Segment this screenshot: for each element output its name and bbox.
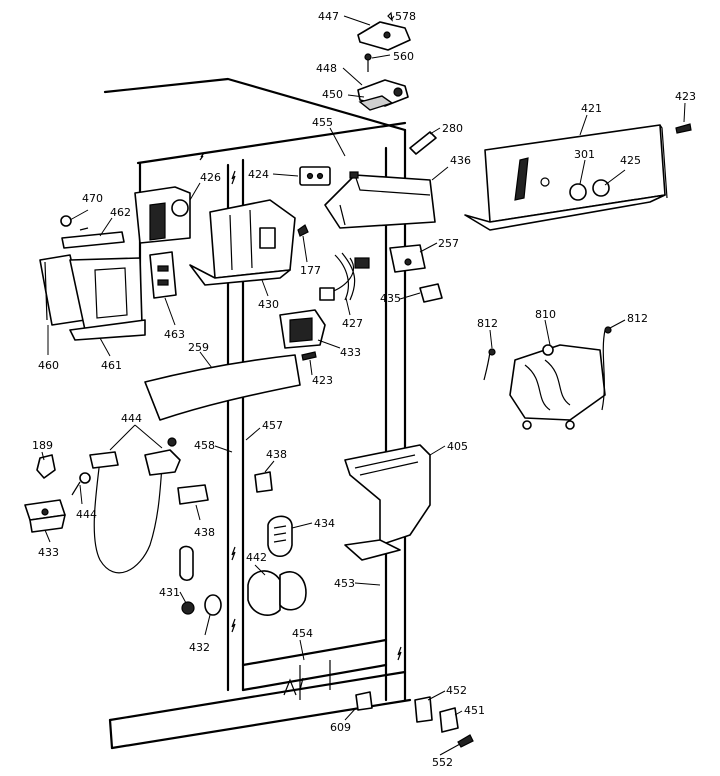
thermostat-probe — [409, 131, 437, 155]
callout-609: 609 — [330, 721, 351, 734]
callout-423-top: 423 — [675, 90, 696, 103]
damper-442 — [247, 570, 307, 616]
callout-812-left: 812 — [477, 317, 498, 330]
callout-452: 452 — [446, 684, 467, 697]
clamp-444 — [71, 472, 91, 496]
callout-810: 810 — [535, 308, 556, 321]
callout-424: 424 — [248, 168, 269, 181]
callout-560: 560 — [393, 50, 414, 63]
screw-470 — [60, 215, 89, 231]
callout-423-lower: 423 — [312, 374, 333, 387]
tube-812-left — [483, 348, 496, 381]
callout-436: 436 — [450, 154, 471, 167]
top-hinge — [357, 79, 409, 111]
callout-426: 426 — [200, 171, 221, 184]
callout-438-upper: 438 — [266, 448, 287, 461]
callout-460: 460 — [38, 359, 59, 372]
fitting-189 — [36, 454, 56, 479]
callout-457: 457 — [262, 419, 283, 432]
hinge-451 — [439, 707, 459, 733]
condenser-fan — [279, 309, 326, 349]
cover-259 — [144, 354, 301, 421]
callout-462: 462 — [110, 206, 131, 219]
callout-421: 421 — [581, 102, 602, 115]
control-box — [189, 199, 296, 286]
callout-463: 463 — [164, 328, 185, 341]
callout-435: 435 — [380, 292, 401, 305]
gasket-434 — [267, 515, 293, 558]
callout-405: 405 — [447, 440, 468, 453]
callout-labels: 447 578 448 560 450 455 280 421 423 301 … — [32, 10, 696, 769]
callout-461: 461 — [101, 359, 122, 372]
screw-177 — [297, 224, 309, 237]
tube-812-right — [601, 326, 612, 411]
callout-438-lower: 438 — [194, 526, 215, 539]
callout-301: 301 — [574, 148, 595, 161]
bracket-463 — [149, 251, 177, 299]
callout-280: 280 — [442, 122, 463, 135]
control-panel — [464, 124, 668, 231]
bracket-assembly — [39, 231, 146, 341]
callout-430: 430 — [258, 298, 279, 311]
relay-257 — [389, 244, 426, 273]
air-duct — [344, 444, 431, 561]
callout-812-right: 812 — [627, 312, 648, 325]
callout-434: 434 — [314, 517, 335, 530]
screw-423 — [675, 123, 692, 134]
control-housing — [324, 171, 436, 229]
wire-harness — [319, 252, 370, 301]
callout-431: 431 — [159, 586, 180, 599]
spring-431 — [179, 545, 195, 615]
bracket-452 — [414, 696, 433, 723]
callout-259: 259 — [188, 341, 209, 354]
callout-433-lower: 433 — [38, 546, 59, 559]
callout-444-upper: 444 — [121, 412, 142, 425]
hinge-screw — [364, 11, 393, 72]
callout-444-lower: 444 — [76, 508, 97, 521]
callout-257: 257 — [438, 237, 459, 250]
callout-578: 578 — [395, 10, 416, 23]
callout-458: 458 — [194, 439, 215, 452]
drain-heater — [509, 344, 606, 430]
callout-552: 552 — [432, 756, 453, 769]
callout-427: 427 — [342, 317, 363, 330]
defrost-timer — [134, 186, 191, 244]
callout-454: 454 — [292, 627, 313, 640]
callout-448: 448 — [316, 62, 337, 75]
callout-433-upper: 433 — [340, 346, 361, 359]
screw-552 — [457, 734, 474, 748]
callout-455: 455 — [312, 116, 333, 129]
callout-470: 470 — [82, 192, 103, 205]
callout-425: 425 — [620, 154, 641, 167]
callout-450: 450 — [322, 88, 343, 101]
clip-435 — [419, 283, 443, 303]
callout-432: 432 — [189, 641, 210, 654]
screw-423-lower — [301, 351, 317, 361]
callout-451: 451 — [464, 704, 485, 717]
callout-453: 453 — [334, 577, 355, 590]
switch-438-upper — [254, 471, 273, 493]
bushing-432 — [204, 594, 222, 616]
leader-lines — [41, 15, 686, 756]
callout-177: 177 — [300, 264, 321, 277]
switch-438-lower — [177, 484, 209, 505]
callout-189: 189 — [32, 439, 53, 452]
callout-442: 442 — [246, 551, 267, 564]
callout-447: 447 — [318, 10, 339, 23]
water-valve-assembly — [89, 437, 181, 574]
top-hinge-cover — [357, 21, 411, 51]
light-socket — [299, 166, 331, 186]
clip-609 — [355, 691, 373, 711]
bracket-433 — [24, 499, 66, 533]
